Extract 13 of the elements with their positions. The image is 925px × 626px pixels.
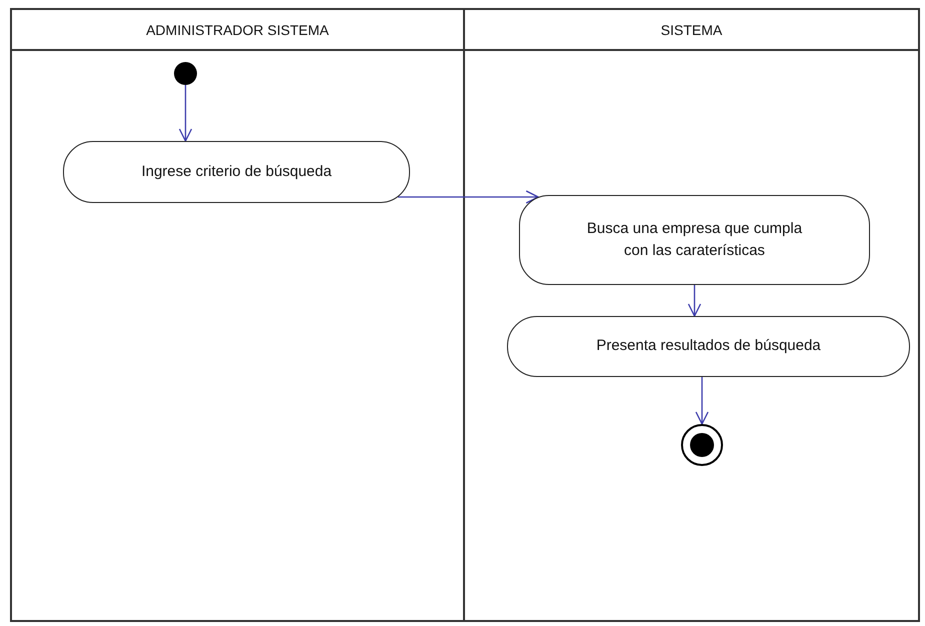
initial-node [174,62,197,85]
lane-title: SISTEMA [660,22,722,38]
control-flow-arrow [178,85,192,142]
action-node: Busca una empresa que cumpla con las caraterísticas [519,195,870,285]
final-node [681,424,723,466]
action-node: Presenta resultados de búsqueda [507,316,910,377]
control-flow-arrow [398,190,539,204]
lane-title: ADMINISTRADOR SISTEMA [146,22,329,38]
swimlane [463,8,920,622]
control-flow-arrow [688,285,702,317]
control-flow-arrow [695,377,709,425]
action-node: Ingrese criterio de búsqueda [63,141,410,203]
swimlane [10,8,465,622]
